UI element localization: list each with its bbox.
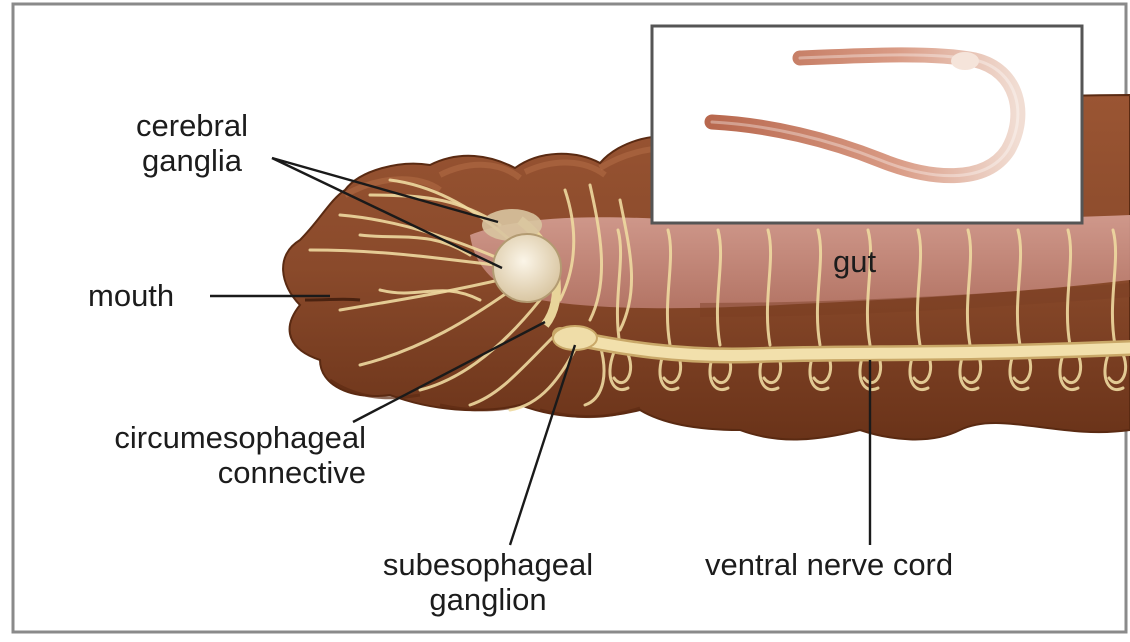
label-cerebral-ganglia-line1: cerebral <box>103 108 281 143</box>
label-mouth: mouth <box>88 278 174 313</box>
label-cerebral-ganglia-line2: ganglia <box>103 143 281 178</box>
label-subesophageal-line1: subesophageal <box>338 547 638 582</box>
label-circumesophageal-line1: circumesophageal <box>40 420 366 455</box>
label-gut-text: gut <box>833 244 876 279</box>
label-circumesophageal-line2: connective <box>40 455 366 490</box>
whole-worm-inset <box>652 26 1082 223</box>
cerebral-ganglion <box>493 234 561 302</box>
label-subesophageal-ganglion: subesophageal ganglion <box>338 547 638 617</box>
label-cerebral-ganglia: cerebral ganglia <box>103 108 281 178</box>
label-ventral-nerve-cord: ventral nerve cord <box>705 547 953 582</box>
label-circumesophageal-connective: circumesophageal connective <box>40 420 366 490</box>
label-subesophageal-line2: ganglion <box>338 582 638 617</box>
label-mouth-text: mouth <box>88 278 174 313</box>
mouth <box>305 299 360 300</box>
label-ventral-nerve-cord-text: ventral nerve cord <box>705 547 953 582</box>
label-gut: gut <box>833 244 876 279</box>
